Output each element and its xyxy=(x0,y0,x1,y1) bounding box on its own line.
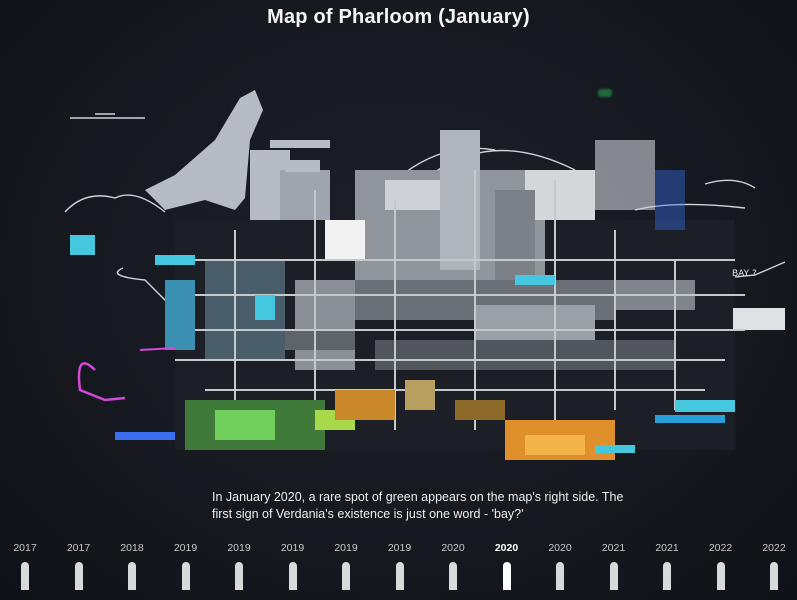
timeline-tick-handle[interactable] xyxy=(342,562,350,590)
timeline-tick-label: 2019 xyxy=(280,542,305,554)
timeline-tick-label: 2021 xyxy=(655,542,679,554)
timeline-tick-handle[interactable] xyxy=(770,562,778,590)
timeline-tick[interactable]: 2021 xyxy=(640,540,694,590)
pharloom-map[interactable]: BAY ? xyxy=(55,80,797,480)
timeline-tick[interactable]: 2020 xyxy=(533,540,587,590)
timeline-tick-handle[interactable] xyxy=(128,562,136,590)
timeline-tick-handle[interactable] xyxy=(181,562,190,590)
timeline-tick[interactable]: 2020 xyxy=(426,540,480,590)
timeline-tick[interactable]: 2019 xyxy=(266,540,320,590)
timeline-tick-label: 2020 xyxy=(494,542,519,554)
timeline-tick-label: 2017 xyxy=(13,542,37,554)
map-accents xyxy=(70,140,735,460)
timeline-tick[interactable]: 2019 xyxy=(319,540,373,590)
timeline-tick[interactable]: 2022 xyxy=(747,540,797,590)
timeline-tick-handle[interactable] xyxy=(609,562,618,590)
timeline-tick[interactable]: 2018 xyxy=(105,540,159,590)
timeline-tick-label: 2018 xyxy=(120,542,144,554)
timeline-tick-handle[interactable] xyxy=(235,562,243,590)
timeline-tick-handle[interactable] xyxy=(74,562,83,590)
map-note-bay: BAY ? xyxy=(732,269,757,279)
timeline-tick-label: 2019 xyxy=(173,542,198,554)
timeline-tick-label: 2020 xyxy=(441,542,465,554)
timeline-tick[interactable]: 2019 xyxy=(159,540,213,590)
timeline-tick-label: 2020 xyxy=(548,542,572,554)
timeline-tick[interactable]: 2017 xyxy=(52,540,106,590)
timeline-tick[interactable]: 2017 xyxy=(0,540,52,590)
timeline-tick[interactable]: 2021 xyxy=(587,540,641,590)
timeline-tick-label: 2022 xyxy=(708,542,733,554)
green-marker xyxy=(598,89,612,97)
timeline-tick-label: 2022 xyxy=(762,542,786,554)
timeline-tick[interactable]: 2019 xyxy=(212,540,266,590)
timeline-tick-label: 2019 xyxy=(227,542,251,554)
timeline-tick-handle[interactable] xyxy=(21,562,29,590)
timeline-tick-handle[interactable] xyxy=(395,562,404,590)
timeline-tick-handle[interactable] xyxy=(716,562,725,590)
timeline-tick-handle[interactable] xyxy=(663,562,671,590)
timeline-tick-label: 2019 xyxy=(334,542,358,554)
timeline-tick[interactable]: 2020 xyxy=(480,540,534,590)
map-corridors xyxy=(175,170,745,440)
timeline-slider[interactable]: 2017 2017 2018 2019 2019 2019 2019 2019 2020 2020… xyxy=(0,540,797,600)
timeline-tick-label: 2017 xyxy=(66,542,91,554)
timeline-tick-label: 2021 xyxy=(601,542,626,554)
page-title: Map of Pharloom (January) xyxy=(267,6,530,28)
timeline-tick[interactable]: 2022 xyxy=(694,540,748,590)
timeline-tick-label: 2019 xyxy=(387,542,412,554)
timeline-tick[interactable]: 2019 xyxy=(373,540,427,590)
timeline-tick-handle[interactable] xyxy=(502,562,511,590)
timeline-tick-handle[interactable] xyxy=(449,562,457,590)
caption-text: In January 2020, a rare spot of green ap… xyxy=(212,490,624,521)
timeline-tick-handle[interactable] xyxy=(288,562,297,590)
timeline-tick-handle[interactable] xyxy=(556,562,564,590)
